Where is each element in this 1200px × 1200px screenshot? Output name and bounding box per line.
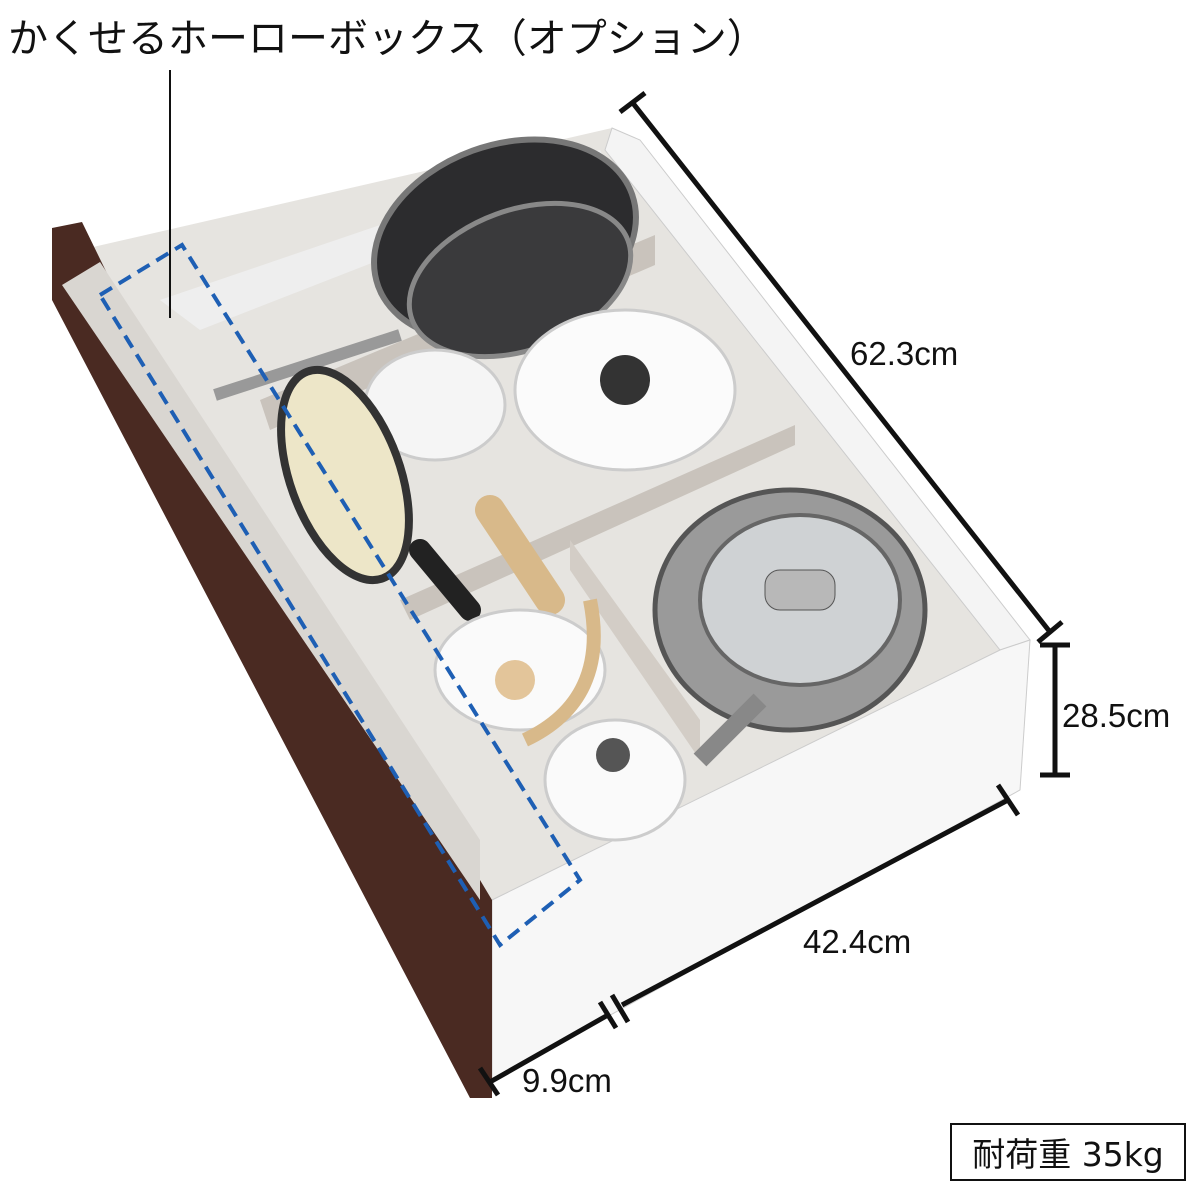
steel-lid-handle — [764, 569, 836, 611]
pot-handle — [693, 693, 767, 767]
wooden-bail-handle — [521, 598, 601, 747]
main-width-dimension-line — [609, 783, 1021, 1024]
pan-handle — [213, 329, 402, 401]
page-title: かくせるホーローボックス（オプション） — [8, 16, 767, 62]
main-width-label: 42.4cm — [803, 923, 912, 960]
divider — [570, 540, 700, 760]
cream-pan — [277, 365, 413, 585]
kettle-knob — [596, 738, 630, 772]
depth-label: 62.3cm — [850, 335, 959, 372]
wooden-knob — [495, 660, 535, 700]
enamel-kettle — [543, 718, 687, 842]
load-capacity-badge: 耐荷重 35kg — [950, 1123, 1186, 1181]
depth-dimension-line — [618, 91, 1064, 644]
lid-knob — [600, 355, 650, 405]
box-width-label: 9.9cm — [522, 1062, 612, 1099]
box-width-dimension-line — [477, 1000, 619, 1097]
height-label: 28.5cm — [1062, 697, 1171, 734]
wooden-handle — [475, 495, 565, 615]
front-panel-edge — [62, 262, 480, 900]
black-handle — [409, 539, 481, 621]
front-panel — [52, 222, 492, 1098]
height-dimension-line — [1040, 642, 1070, 778]
divider — [400, 425, 795, 620]
hidden-enamel-box-outline — [97, 242, 583, 948]
